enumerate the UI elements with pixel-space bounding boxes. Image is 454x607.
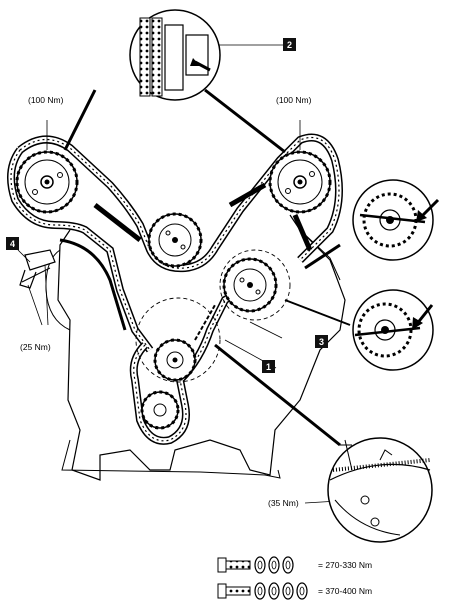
callout-tag-2: 2 <box>283 38 296 51</box>
chain-guide-upper-left <box>93 203 142 242</box>
leader-tensioner-bolt-1 <box>27 284 43 326</box>
crank-sprocket <box>153 338 197 382</box>
alignment-mark-line <box>194 304 216 341</box>
chain-guide-left <box>59 238 127 331</box>
oil-pump-sprocket <box>140 390 180 430</box>
engine-block-outline <box>57 214 346 481</box>
detail-circle-2 <box>129 9 221 101</box>
tensioner-torque-label: (25 Nm) <box>20 342 51 352</box>
leader-crank-detail <box>214 343 341 447</box>
leader-detail3a <box>304 243 341 270</box>
bolt-spec-row-1: = 270-330 Nm <box>217 556 372 574</box>
callout-tag-3-text: 3 <box>319 337 324 347</box>
callout-tag-1: 1 <box>262 360 275 373</box>
left-cam-torque-label: (100 Nm) <box>28 95 64 105</box>
bolt-spec-2-text: = 370-400 Nm <box>318 586 372 596</box>
callout-tag-4-text: 4 <box>10 239 15 249</box>
callout-tag-4: 4 <box>6 237 19 250</box>
leader-detail3b <box>284 299 351 326</box>
leader-tensioner-bolt-2 <box>44 264 49 326</box>
block-right-edge <box>299 229 341 281</box>
idler-sprocket-center <box>147 212 203 268</box>
callout-tag-3: 3 <box>315 335 328 348</box>
right-cam-sprocket <box>268 150 332 214</box>
leader-detail2-right <box>204 88 286 154</box>
damper-bolt-torque-label: (35 Nm) <box>268 498 299 508</box>
leader-callout-3 <box>249 321 283 339</box>
chain-guide-right <box>292 214 313 251</box>
left-cam-sprocket <box>15 150 79 214</box>
idler-area-dashed-outline <box>219 249 291 321</box>
chain-tensioner <box>19 249 56 289</box>
right-cam-torque-label: (100 Nm) <box>276 95 312 105</box>
engine-base-flange <box>61 439 281 479</box>
chain-guide-upper-right <box>228 182 267 208</box>
leader-callout-4 <box>17 249 31 263</box>
bolt-spec-row-2: = 370-400 Nm <box>217 582 372 600</box>
callout-tag-2-text: 2 <box>287 40 292 50</box>
callout-tag-1-text: 1 <box>266 362 271 372</box>
detail-circle-3b <box>352 289 434 371</box>
bolt-spec-1-text: = 270-330 Nm <box>318 560 372 570</box>
leader-detail2-left <box>63 89 97 151</box>
crank-area-dashed-outline <box>135 297 221 383</box>
idler-sprocket-right <box>222 257 278 313</box>
detail-circle-crank-damper <box>327 437 433 543</box>
detail-circle-3a <box>352 179 440 261</box>
